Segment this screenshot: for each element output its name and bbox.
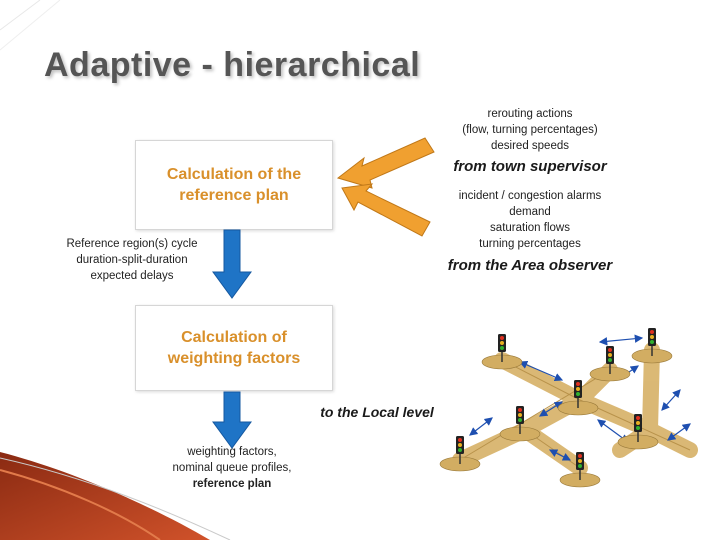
town-input-1: rerouting actions [487, 108, 573, 120]
local-outputs: weighting factors, nominal queue profile… [150, 444, 314, 492]
area-observer-inputs: incident / congestion alarms demand satu… [420, 188, 640, 252]
blue-arrow-down-2 [212, 391, 252, 449]
local-output-3: reference plan [192, 478, 272, 490]
reference-plan-box: Calculation of the reference plan [135, 140, 333, 230]
road-network-illustration [439, 327, 698, 488]
local-output-1: weighting factors, [187, 446, 277, 458]
reference-plan-line2: reference plan [179, 187, 289, 204]
reference-outputs: Reference region(s) cycle duration-split… [40, 236, 224, 284]
town-input-2: (flow, turning percentages) [462, 124, 598, 136]
reference-output-2: duration-split-duration [76, 254, 188, 266]
town-input-3: desired speeds [491, 140, 569, 152]
weighting-box-line2: weighting factors [167, 350, 301, 367]
area-observer-label: from the Area observer [447, 257, 613, 274]
page-title: Adaptive - hierarchical [44, 46, 421, 84]
area-input-4: turning percentages [479, 238, 581, 250]
area-input-3: saturation flows [490, 222, 570, 234]
reference-plan-line1: Calculation of the [166, 166, 302, 183]
weighting-box-line1: Calculation of [181, 329, 287, 346]
blue-arrow-down-1 [212, 229, 252, 299]
local-level-label: to the Local level [320, 404, 434, 420]
orange-arrow-town-supervisor [336, 137, 435, 189]
area-input-1: incident / congestion alarms [458, 190, 602, 202]
area-input-2: demand [509, 206, 551, 218]
orange-arrow-area-observer [341, 183, 431, 237]
town-supervisor-label: from town supervisor [453, 158, 607, 175]
town-supervisor-inputs: rerouting actions (flow, turning percent… [420, 106, 640, 154]
local-output-2: nominal queue profiles, [172, 462, 292, 474]
reference-output-3: expected delays [90, 270, 174, 282]
reference-output-1: Reference region(s) cycle [66, 238, 198, 250]
weighting-factors-box: Calculation of weighting factors [135, 305, 333, 391]
